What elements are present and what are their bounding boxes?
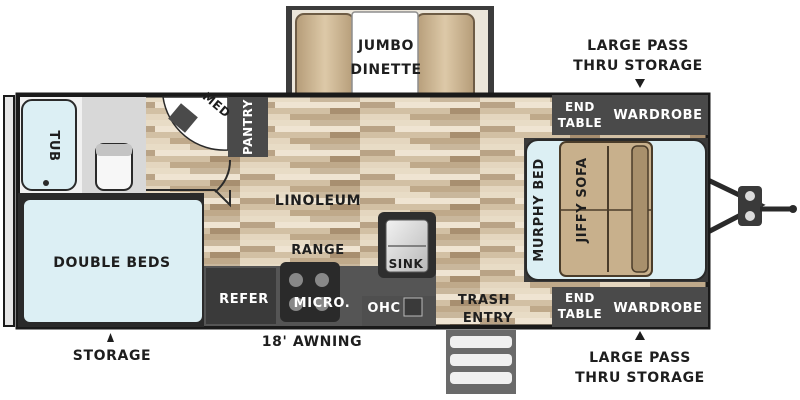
end-table-top-label-1: END	[565, 100, 595, 114]
entry-label: ENTRY	[463, 311, 513, 326]
dinette-label-1: JUMBO	[357, 38, 414, 54]
end-table-bottom-label-1: END	[565, 291, 595, 305]
bathroom	[20, 97, 232, 208]
pass-thru-bottom-label-2: THRU STORAGE	[575, 370, 705, 386]
wardrobe-top-label: WARDROBE	[613, 108, 702, 123]
pass-thru-bottom-label-1: LARGE PASS	[589, 350, 691, 366]
murphy-bed-label: MURPHY BED	[532, 158, 547, 261]
pass-thru-bottom-arrow	[635, 331, 645, 340]
end-table-top-label-2: TABLE	[558, 116, 603, 130]
storage-label: STORAGE	[73, 348, 151, 364]
trash-label: TRASH	[458, 293, 510, 308]
range-label: RANGE	[291, 243, 345, 258]
linoleum-label: LINOLEUM	[275, 193, 361, 209]
micro-label: MICRO.	[294, 296, 351, 311]
storage-arrow	[107, 333, 114, 342]
sink-label: SINK	[389, 257, 424, 271]
double-beds	[18, 193, 204, 327]
pass-thru-top-label-2: THRU STORAGE	[573, 58, 703, 74]
pantry-cabinet	[228, 97, 268, 157]
tub-label: TUB	[46, 130, 61, 161]
end-table-top	[552, 95, 607, 135]
wardrobe-top	[607, 95, 708, 135]
trash-bin	[403, 297, 423, 317]
sink-counter	[378, 212, 436, 278]
hitch	[706, 177, 797, 235]
end-table-bottom	[552, 287, 607, 327]
pass-thru-top-label-1: LARGE PASS	[587, 38, 689, 54]
ohc-label: OHC	[367, 301, 400, 316]
range-stove	[280, 262, 340, 322]
front-section	[524, 138, 708, 282]
jiffy-sofa-label: JIFFY SOFA	[575, 157, 590, 243]
double-beds-label: DOUBLE BEDS	[53, 255, 170, 271]
pantry-label: PANTRY	[241, 99, 255, 155]
jiffy-sofa-shape	[559, 141, 653, 277]
awning-label: 18' AWNING	[262, 334, 362, 350]
entry-steps	[446, 330, 516, 394]
refer-label: REFER	[219, 292, 269, 307]
dinette-label-2: DINETTE	[350, 62, 421, 78]
pass-thru-top-arrow	[635, 79, 645, 88]
tub-shape	[21, 99, 77, 191]
ohc-cabinet	[362, 296, 436, 326]
wardrobe-bottom	[607, 287, 708, 327]
wardrobe-bottom-label: WARDROBE	[613, 301, 702, 316]
med-cabinet	[162, 96, 229, 151]
end-table-bottom-label-2: TABLE	[558, 307, 603, 321]
